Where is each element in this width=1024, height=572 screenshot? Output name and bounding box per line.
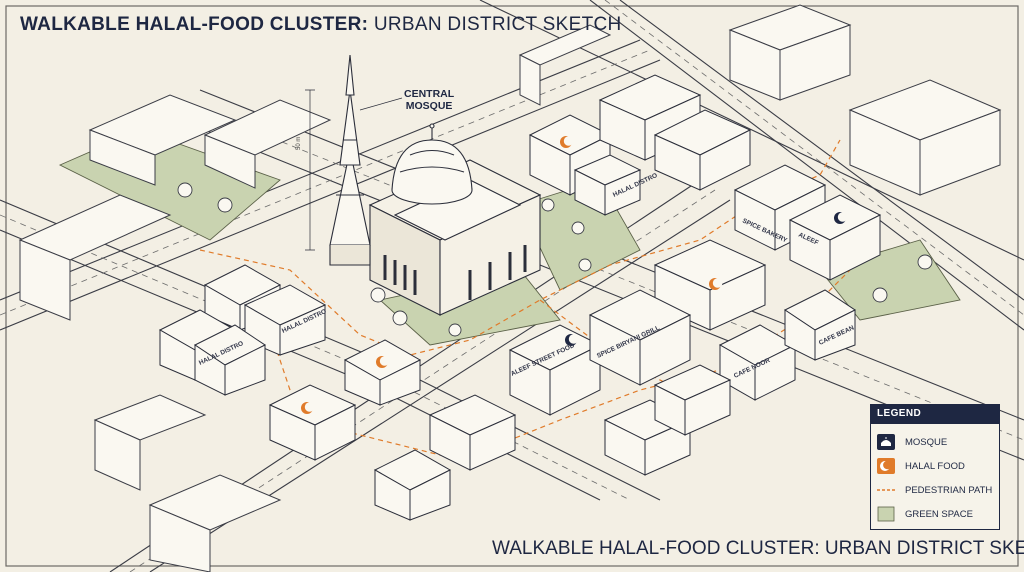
- mosque-callout-line1: CENTRAL: [404, 88, 455, 100]
- legend-item-pedestrian-path: PEDESTRIAN PATH: [877, 481, 992, 499]
- mosque-callout: CENTRAL MOSQUE: [404, 88, 454, 112]
- map-title-rest: URBAN DISTRICT SKETCH: [368, 14, 622, 35]
- legend-header: LEGEND: [871, 405, 999, 424]
- central-mosque: [305, 54, 542, 316]
- crescent-star-icon: [565, 334, 579, 346]
- mosque-icon: [877, 434, 895, 450]
- legend-item-halal-food: HALAL FOOD: [877, 457, 965, 475]
- halal-food-icon: [376, 356, 390, 368]
- legend-label-green-space: GREEN SPACE: [905, 508, 973, 520]
- mosque-callout-line2: MOSQUE: [405, 100, 453, 112]
- halal-food-icon: [301, 402, 315, 414]
- halal-food-icon: [560, 136, 574, 148]
- height-note: 50 m: [296, 137, 302, 150]
- green-space-swatch: [877, 506, 895, 522]
- legend: LEGEND MOSQUE HALAL FOOD PEDESTRIAN PATH…: [870, 404, 1000, 530]
- legend-label-pedestrian-path: PEDESTRIAN PATH: [905, 484, 993, 496]
- legend-label-mosque: MOSQUE: [905, 436, 948, 448]
- legend-label-halal-food: HALAL FOOD: [905, 460, 965, 472]
- halal-food-icon: [877, 458, 895, 474]
- background-buildings: [18, 4, 1002, 572]
- map-title: WALKABLE HALAL-FOOD CLUSTER: URBAN DISTR…: [20, 14, 622, 36]
- crescent-star-icon: [834, 212, 848, 224]
- map-frame: [5, 5, 1019, 567]
- trees: [177, 182, 933, 337]
- halal-logos: [301, 136, 723, 414]
- map-caption: WALKABLE HALAL-FOOD CLUSTER: URBAN DISTR…: [492, 538, 1024, 559]
- halal-food-icon: [709, 278, 723, 290]
- legend-item-mosque: MOSQUE: [877, 433, 947, 451]
- halal-buildings: [158, 74, 882, 521]
- mosque-logos: [565, 212, 848, 346]
- map-title-strong: WALKABLE HALAL-FOOD CLUSTER:: [20, 14, 369, 35]
- legend-item-green-space: GREEN SPACE: [877, 505, 973, 523]
- pedestrian-path-swatch: [877, 482, 895, 498]
